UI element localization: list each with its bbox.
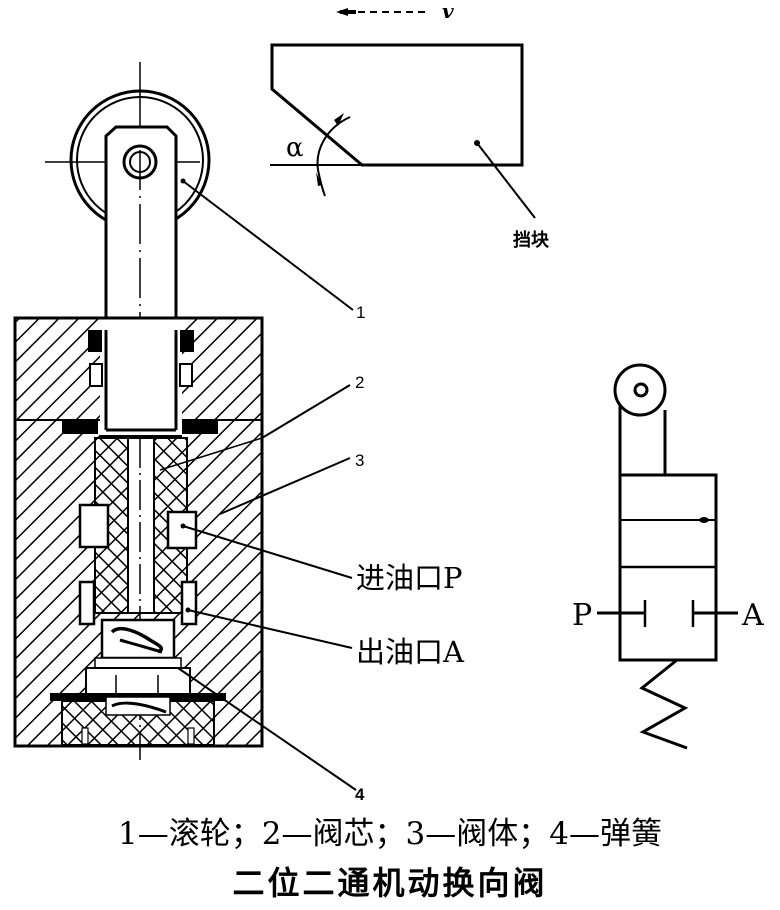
part-number-2: 2 [355,373,364,392]
stop-block-label: 挡块 [513,229,550,251]
stop-block [270,43,536,219]
symbol-port-a: A [741,598,764,633]
symbol-port-p: P [572,598,592,633]
part-number-3: 3 [355,451,364,470]
valve-body [13,316,264,760]
velocity-arrow [336,8,430,16]
part-number-4: 4 [355,785,365,804]
spring-upper-coil [110,627,163,654]
part-number-1: 1 [356,303,365,322]
leader-lines [159,180,357,791]
angle-label: α [286,133,304,163]
velocity-label: v [442,0,454,23]
valve-symbol [597,363,738,750]
figure-title: 二位二通机动换向阀 [232,864,548,902]
inlet-port-label: 进油口P [356,561,463,595]
parts-legend: 1—滚轮；2—阀芯；3—阀体；4—弹簧 [118,816,662,852]
outlet-port-label: 出油口A [356,635,465,669]
